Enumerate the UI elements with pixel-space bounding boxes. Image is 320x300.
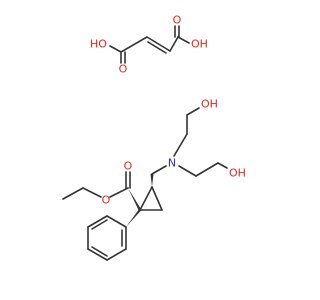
bond <box>106 248 127 261</box>
atom-label-o-left: O <box>119 63 128 76</box>
bond <box>91 246 108 257</box>
phenyl-ring <box>87 215 127 261</box>
chemical-structure-drawing: HO O O OH OH N OH O O <box>0 0 300 300</box>
bond <box>173 133 188 157</box>
bond <box>217 162 228 169</box>
bond <box>151 186 163 211</box>
atom-label-oh-right: OH <box>191 38 208 51</box>
atom-label-ho-left: HO <box>90 38 107 51</box>
wedge-bond <box>126 210 142 227</box>
bond <box>82 187 102 198</box>
wedge-bond <box>150 174 154 187</box>
atom-label-o-right: O <box>173 14 182 27</box>
background <box>0 0 300 300</box>
drug-molecule: OH N OH O O <box>62 98 246 261</box>
bond <box>109 45 122 53</box>
bond <box>151 165 167 175</box>
atom-label-oh-lower: OH <box>229 167 246 180</box>
bond <box>178 165 197 177</box>
bond <box>87 215 108 228</box>
bond <box>177 36 190 44</box>
atom-label-ester-carbonyl-o: O <box>124 160 133 173</box>
bond <box>139 186 153 211</box>
bond <box>91 219 108 230</box>
bond <box>186 107 200 116</box>
bond <box>106 215 127 228</box>
bond <box>146 36 171 52</box>
wedge-bond <box>128 188 142 210</box>
bond <box>87 248 108 261</box>
bond <box>62 187 84 200</box>
atom-label-ester-ether-o: O <box>102 194 111 207</box>
bond <box>147 41 167 54</box>
bond <box>109 187 129 198</box>
atom-label-nitrogen: N <box>168 157 176 170</box>
bond <box>169 36 179 52</box>
bond <box>195 162 219 177</box>
fumaric-acid: HO O O OH <box>90 14 208 76</box>
atom-label-oh-upper: OH <box>201 98 218 111</box>
bond <box>120 36 148 53</box>
